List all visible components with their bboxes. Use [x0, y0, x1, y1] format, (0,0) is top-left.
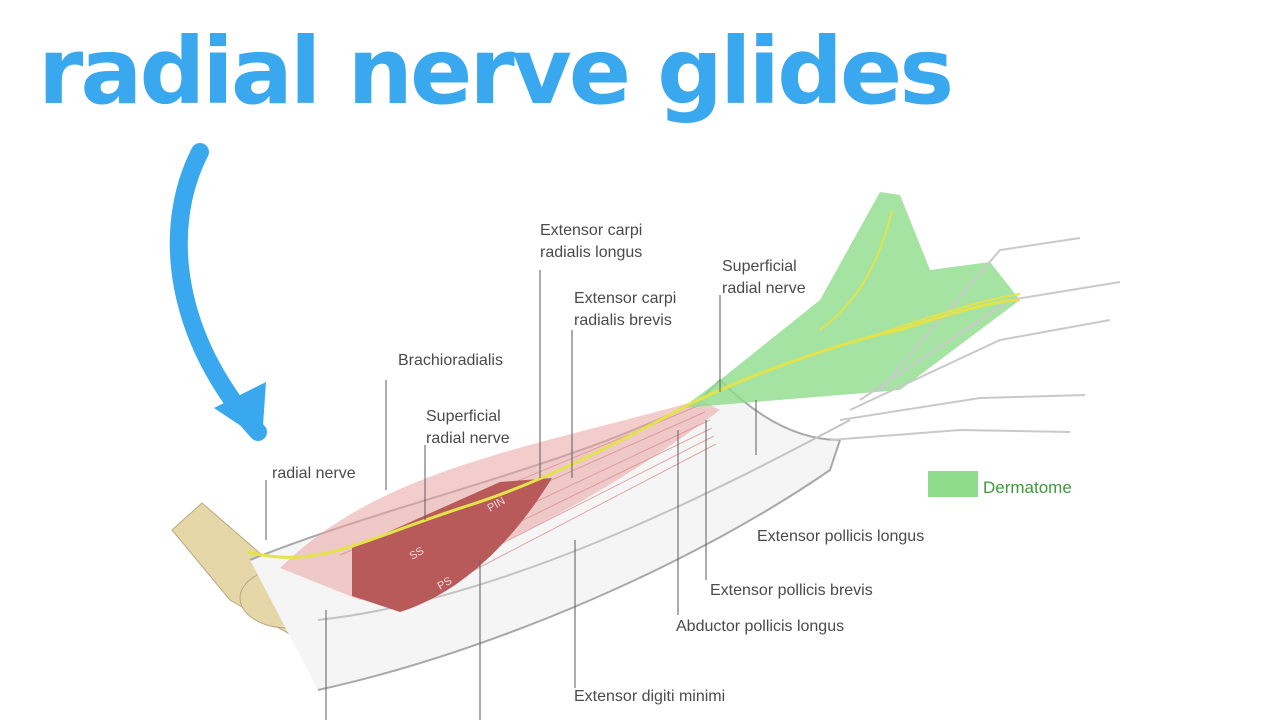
legend-dermatome-label: Dermatome [983, 478, 1072, 497]
label-extensor-pollicis-brevis: Extensor pollicis brevis [710, 582, 873, 599]
label-superficial-radial-nerve-lower: Superficial radial nerve [426, 408, 510, 447]
supinator-muscle [352, 478, 552, 612]
pointer-arrow-icon [169, 143, 267, 441]
page-title: radial nerve glides [38, 18, 954, 125]
label-abductor-pollicis-longus: Abductor pollicis longus [676, 618, 845, 635]
label-extensor-carpi-radialis-longus: Extensor carpi radialis longus [540, 222, 643, 261]
label-extensor-digiti-minimi: Extensor digiti minimi [574, 688, 726, 705]
legend-dermatome-swatch [928, 471, 978, 497]
arrow-head-icon [214, 382, 266, 440]
radial-nerve-path [247, 298, 1021, 559]
nerve-branch [819, 209, 893, 331]
label-superficial-radial-nerve-upper: Superficial radial nerve [722, 258, 806, 297]
label-extensor-pollicis-longus: Extensor pollicis longus [757, 528, 925, 545]
nerve-branch-2 [859, 293, 1021, 341]
label-radial-nerve: radial nerve [272, 465, 356, 482]
leader-lines [265, 270, 757, 720]
label-extensor-carpi-radialis-brevis: Extensor carpi radialis brevis [574, 290, 677, 329]
label-brachioradialis: Brachioradialis [398, 352, 503, 369]
